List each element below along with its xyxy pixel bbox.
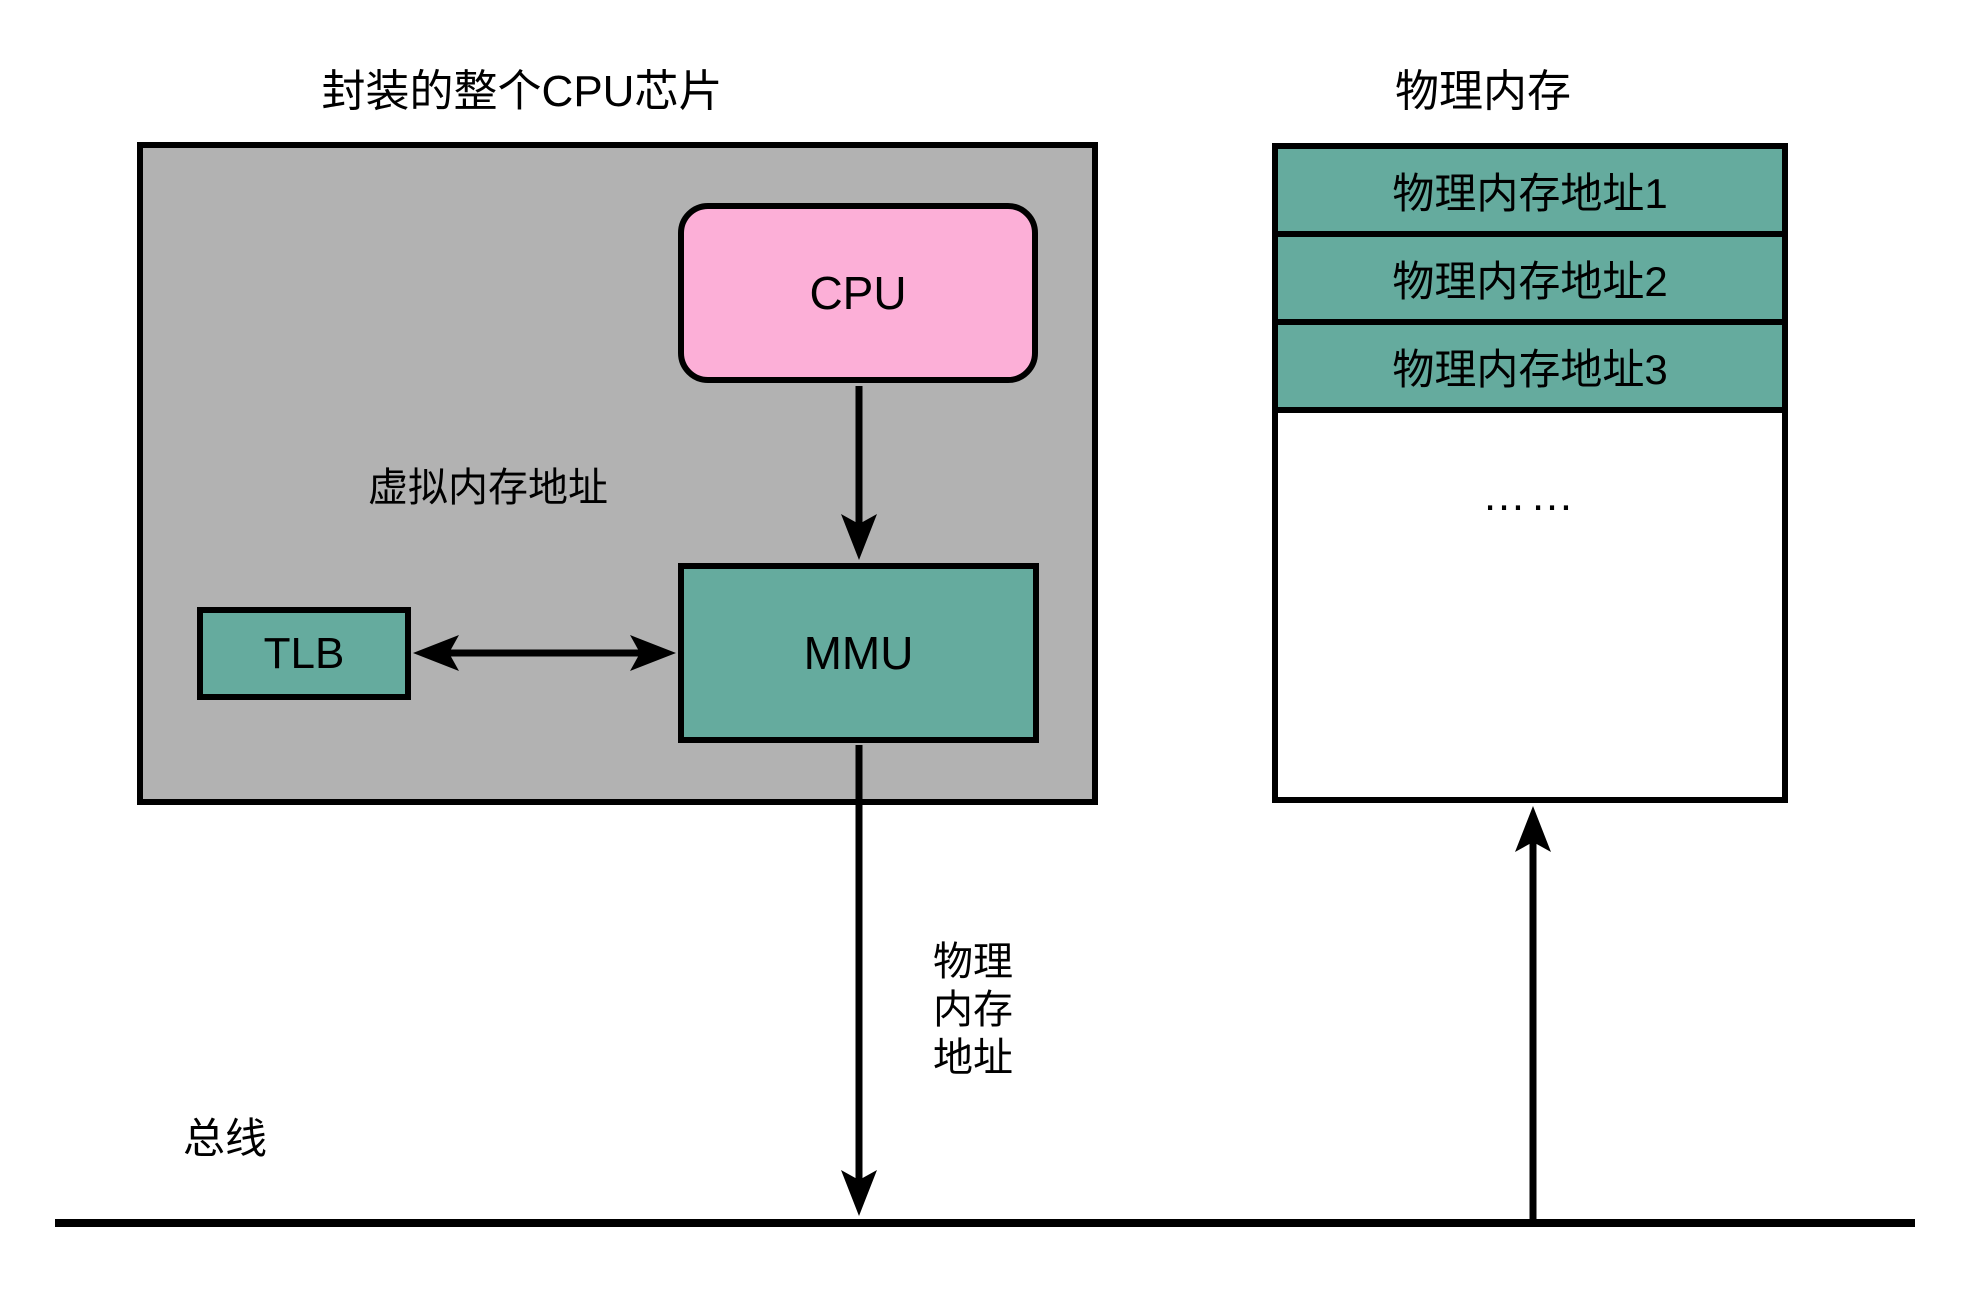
arrow-bus-to-memory	[1515, 806, 1551, 1220]
cpu-label: CPU	[809, 267, 907, 319]
mmu-label: MMU	[803, 627, 914, 679]
virtual-address-label: 虚拟内存地址	[368, 466, 608, 510]
memory-row-3: 物理内存地址3	[1278, 325, 1782, 413]
chip-package-title: 封装的整个CPU芯片	[321, 67, 723, 116]
physical-address-label: 物理 内存 地址	[933, 940, 1013, 1080]
tlb-box: TLB	[197, 607, 411, 700]
memory-ellipsis: ……	[1482, 471, 1578, 520]
memory-row-2: 物理内存地址2	[1278, 237, 1782, 325]
arrow-mmu-to-bus	[841, 745, 877, 1216]
physical-memory-title: 物理内存	[1395, 67, 1571, 116]
cpu-box: CPU	[678, 203, 1038, 383]
memory-row-3-label: 物理内存地址3	[1392, 345, 1668, 393]
physical-memory-box: 物理内存地址1 物理内存地址2 物理内存地址3 ……	[1272, 143, 1788, 803]
mmu-box: MMU	[678, 563, 1039, 743]
memory-row-2-label: 物理内存地址2	[1392, 257, 1668, 305]
memory-row-1-label: 物理内存地址1	[1392, 169, 1668, 217]
memory-row-1: 物理内存地址1	[1278, 149, 1782, 237]
tlb-label: TLB	[263, 628, 345, 678]
bus-label: 总线	[183, 1115, 268, 1162]
